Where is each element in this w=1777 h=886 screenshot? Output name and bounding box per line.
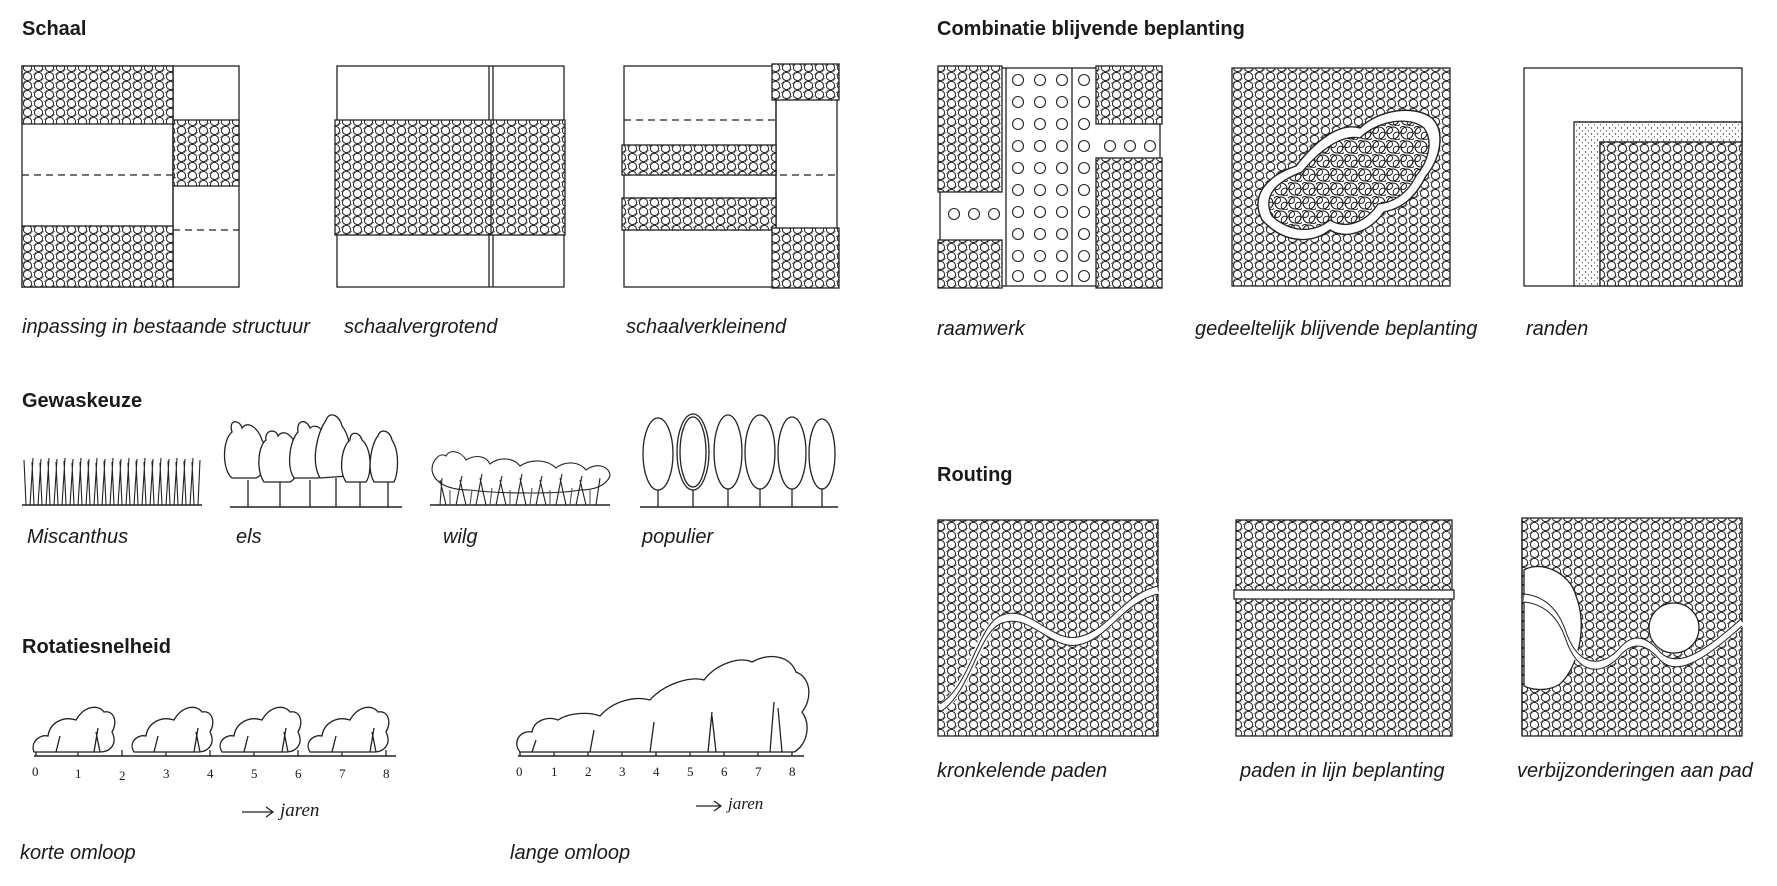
kronkelende-paden-drawing [938, 520, 1158, 736]
caption-lange-omloop: lange omloop [510, 842, 630, 865]
caption-schaalverkleinend: schaalverkleinend [626, 316, 786, 339]
caption-paden-in-lijn: paden in lijn beplanting [1240, 760, 1445, 783]
tick-label: 7 [755, 764, 762, 780]
lange-omloop-arrow [696, 801, 721, 811]
caption-gedeeltelijk: gedeeltelijk blijvende beplanting [1195, 318, 1477, 341]
populier-drawing [640, 414, 838, 507]
tick-label: 3 [619, 764, 626, 780]
verbijzonderingen-drawing [1522, 518, 1742, 736]
els-drawing [225, 415, 403, 507]
tick-label: 4 [653, 764, 660, 780]
wilg-drawing [430, 452, 610, 505]
korte-omloop-arrow [242, 807, 273, 817]
schaal-inpassing-drawing [22, 66, 239, 287]
miscanthus-drawing [22, 458, 202, 505]
tick-label: 8 [383, 766, 390, 782]
tick-label: 5 [687, 764, 694, 780]
caption-kronkelende-paden: kronkelende paden [937, 760, 1107, 783]
caption-raamwerk: raamwerk [937, 318, 1025, 341]
tick-label: 5 [251, 766, 258, 782]
lange-omloop-drawing [517, 657, 809, 756]
caption-wilg: wilg [443, 526, 477, 549]
tick-label: 1 [551, 764, 558, 780]
caption-randen: randen [1526, 318, 1588, 341]
paden-in-lijn-drawing [1234, 520, 1454, 736]
tick-label: 3 [163, 766, 170, 782]
korte-omloop-drawing [33, 707, 396, 756]
schaal-verkleinend-drawing [622, 64, 839, 288]
tick-label: 6 [295, 766, 302, 782]
caption-els: els [236, 526, 262, 549]
combinatie-heading: Combinatie blijvende beplanting [937, 18, 1245, 41]
gewaskeuze-heading: Gewaskeuze [22, 390, 142, 413]
korte-omloop-axis-label: jaren [280, 800, 319, 822]
tick-label: 6 [721, 764, 728, 780]
schaal-heading: Schaal [22, 18, 86, 41]
caption-populier: populier [642, 526, 713, 549]
tick-label: 4 [207, 766, 214, 782]
caption-schaalvergrotend: schaalvergrotend [344, 316, 497, 339]
gedeeltelijk-blijvende-drawing [1232, 68, 1450, 286]
tick-label: 0 [32, 764, 39, 780]
caption-miscanthus: Miscanthus [27, 526, 128, 549]
caption-inpassing: inpassing in bestaande structuur [22, 316, 310, 339]
randen-drawing [1524, 68, 1742, 286]
routing-heading: Routing [937, 464, 1013, 487]
tick-label: 7 [339, 766, 346, 782]
caption-verbijzonderingen: verbijzonderingen aan pad [1517, 760, 1753, 783]
schaal-vergrotend-drawing [335, 66, 565, 287]
caption-korte-omloop: korte omloop [20, 842, 136, 865]
lange-omloop-axis-label: jaren [728, 794, 763, 814]
tick-label: 2 [119, 768, 126, 784]
tick-label: 2 [585, 764, 592, 780]
tick-label: 1 [75, 766, 82, 782]
rotatiesnelheid-heading: Rotatiesnelheid [22, 636, 171, 659]
tick-label: 8 [789, 764, 796, 780]
tick-label: 0 [516, 764, 523, 780]
raamwerk-drawing [938, 66, 1162, 288]
